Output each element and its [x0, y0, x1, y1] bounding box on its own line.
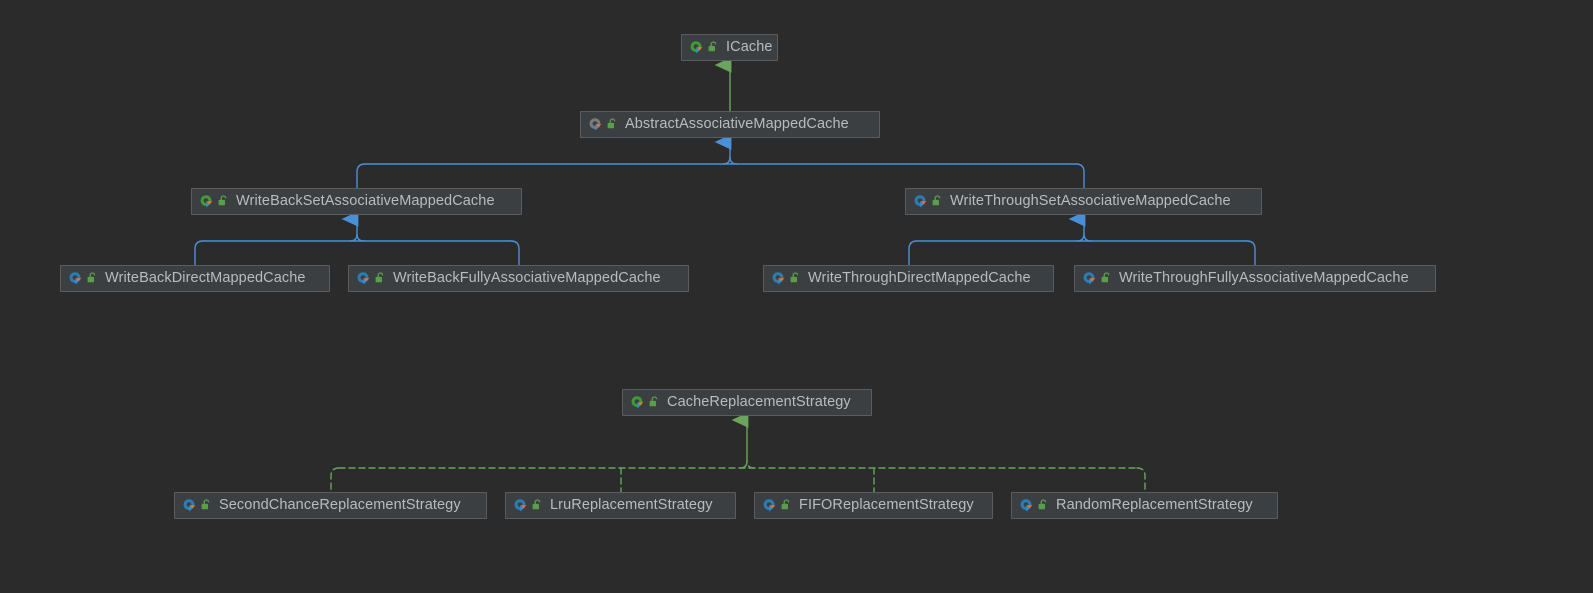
- class-icon: [913, 194, 928, 209]
- uml-class-node-wb_fully[interactable]: WriteBackFullyAssociativeMappedCache: [348, 265, 689, 292]
- uml-class-node-strategy[interactable]: CacheReplacementStrategy: [622, 389, 872, 416]
- edge-inheritance: [1075, 163, 1085, 189]
- lock-icon: [86, 272, 98, 285]
- edge-inheritance: [356, 233, 365, 242]
- node-icon-group: [1082, 271, 1112, 286]
- uml-class-node-fifo[interactable]: FIFOReplacementStrategy: [754, 492, 993, 519]
- node-label: LruReplacementStrategy: [550, 497, 713, 513]
- edge-realization: [731, 412, 749, 469]
- class-icon: [68, 271, 83, 286]
- uml-class-node-abstract[interactable]: AbstractAssociativeMappedCache: [580, 111, 880, 138]
- node-icon-group: [630, 395, 660, 410]
- edge-inheritance: [356, 163, 366, 189]
- lock-icon: [789, 272, 801, 285]
- node-label: AbstractAssociativeMappedCache: [625, 116, 849, 132]
- lock-icon: [707, 41, 719, 54]
- class-icon: [762, 498, 777, 513]
- lock-icon: [931, 195, 943, 208]
- edge-inheritance: [714, 134, 732, 165]
- interface-icon: [630, 395, 645, 410]
- uml-class-node-wt_fully[interactable]: WriteThroughFullyAssociativeMappedCache: [1074, 265, 1436, 292]
- node-label: RandomReplacementStrategy: [1056, 497, 1253, 513]
- lock-icon: [648, 396, 660, 409]
- uml-class-node-wt_direct[interactable]: WriteThroughDirectMappedCache: [763, 265, 1054, 292]
- node-label: WriteThroughSetAssociativeMappedCache: [950, 193, 1231, 209]
- node-icon-group: [513, 498, 543, 513]
- node-label: FIFOReplacementStrategy: [799, 497, 974, 513]
- interface-icon: [199, 194, 214, 209]
- uml-class-node-second_chance[interactable]: SecondChanceReplacementStrategy: [174, 492, 487, 519]
- edge-realization: [746, 460, 755, 469]
- node-label: WriteBackDirectMappedCache: [105, 270, 306, 286]
- node-icon-group: [1019, 498, 1049, 513]
- node-icon-group: [913, 194, 943, 209]
- edge-inheritance: [1246, 240, 1256, 266]
- uml-class-node-wt_set[interactable]: WriteThroughSetAssociativeMappedCache: [905, 188, 1262, 215]
- node-label: WriteThroughFullyAssociativeMappedCache: [1119, 270, 1409, 286]
- node-icon-group: [68, 271, 98, 286]
- class-icon: [1082, 271, 1097, 286]
- node-icon-group: [689, 40, 719, 55]
- node-icon-group: [182, 498, 212, 513]
- node-label: WriteBackFullyAssociativeMappedCache: [393, 270, 661, 286]
- class-icon: [1019, 498, 1034, 513]
- node-label: CacheReplacementStrategy: [667, 394, 851, 410]
- node-label: ICache: [726, 39, 773, 55]
- edge-inheritance: [194, 240, 204, 266]
- edge-inheritance: [1068, 211, 1086, 242]
- edge-realization: [330, 467, 340, 493]
- node-icon-group: [356, 271, 386, 286]
- edge-inheritance: [908, 240, 918, 266]
- uml-class-node-wb_direct[interactable]: WriteBackDirectMappedCache: [60, 265, 330, 292]
- interface-icon: [689, 40, 704, 55]
- node-icon-group: [771, 271, 801, 286]
- edge-inheritance: [510, 240, 520, 266]
- node-label: SecondChanceReplacementStrategy: [219, 497, 461, 513]
- lock-icon: [217, 195, 229, 208]
- lock-icon: [1037, 499, 1049, 512]
- node-label: WriteBackSetAssociativeMappedCache: [236, 193, 495, 209]
- uml-class-node-icache[interactable]: ICache: [681, 34, 778, 61]
- node-icon-group: [762, 498, 792, 513]
- lock-icon: [606, 118, 618, 131]
- lock-icon: [531, 499, 543, 512]
- edge-inheritance: [341, 211, 359, 242]
- node-icon-group: [199, 194, 229, 209]
- node-label: WriteThroughDirectMappedCache: [808, 270, 1031, 286]
- uml-class-node-random[interactable]: RandomReplacementStrategy: [1011, 492, 1278, 519]
- class-icon: [513, 498, 528, 513]
- class-icon: [356, 271, 371, 286]
- lock-icon: [200, 499, 212, 512]
- uml-class-node-lru[interactable]: LruReplacementStrategy: [505, 492, 736, 519]
- class-icon: [182, 498, 197, 513]
- edge-realization: [1136, 467, 1146, 493]
- node-icon-group: [588, 117, 618, 132]
- abstract-class-icon: [588, 117, 603, 132]
- uml-class-node-wb_set[interactable]: WriteBackSetAssociativeMappedCache: [191, 188, 522, 215]
- lock-icon: [780, 499, 792, 512]
- edge-inheritance: [729, 156, 738, 165]
- lock-icon: [1100, 272, 1112, 285]
- edge-inheritance: [1083, 233, 1092, 242]
- lock-icon: [374, 272, 386, 285]
- class-icon: [771, 271, 786, 286]
